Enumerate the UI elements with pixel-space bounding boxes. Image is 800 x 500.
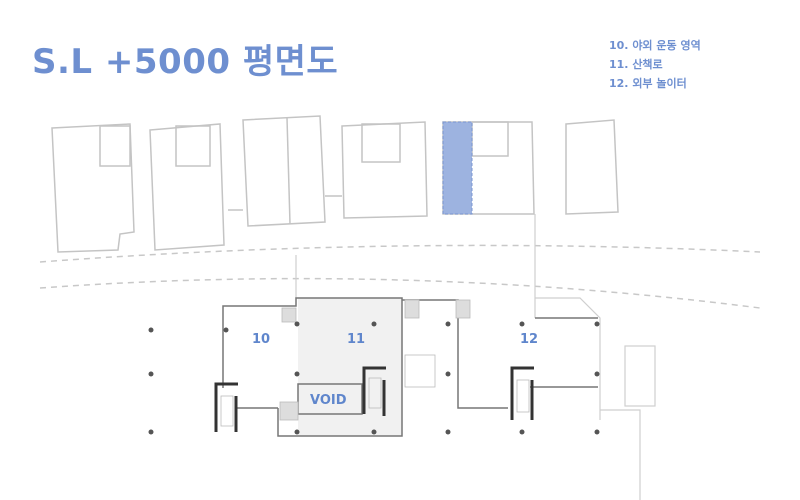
void-label: VOID (310, 393, 347, 408)
highlighted-building (442, 121, 473, 215)
stairs (214, 366, 534, 432)
area-label-10: 10 (252, 332, 270, 347)
legend: 10. 야외 운동 영역 11. 산책로 12. 외부 놀이터 (609, 36, 701, 93)
buildings (51, 115, 619, 253)
walkway-area (298, 298, 402, 436)
area-label-12: 12 (520, 332, 538, 347)
page-title: S.L +5000 평면도 (32, 42, 339, 82)
stair-treads (220, 299, 530, 427)
columns (148, 321, 600, 435)
thin-lines (295, 214, 656, 500)
area-label-11: 11 (347, 332, 365, 347)
legend-item: 11. 산책로 (609, 58, 663, 71)
path-lines (39, 244, 761, 309)
legend-item: 10. 야외 운동 영역 (609, 39, 701, 52)
legend-item: 12. 외부 놀이터 (609, 77, 687, 90)
walls (222, 297, 598, 437)
